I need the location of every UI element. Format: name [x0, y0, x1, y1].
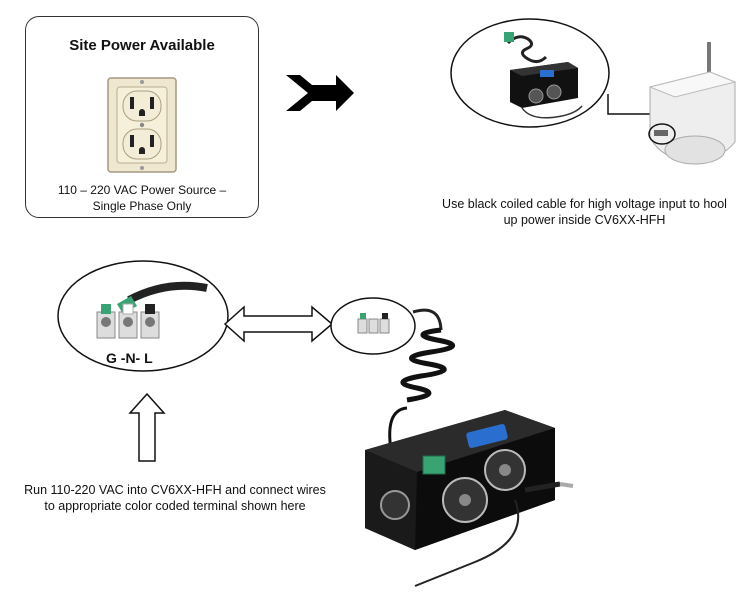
site-power-title: Site Power Available: [69, 37, 215, 54]
camera-housing-icon: [648, 42, 737, 165]
connector-line: [607, 94, 652, 115]
terminal-zoom-oval: [57, 260, 229, 372]
top-right-caption-line2: up power inside CV6XX-HFH: [503, 213, 666, 227]
bottom-left-caption: Run 110-220 VAC into CV6XX-HFH and conne…: [5, 482, 345, 514]
top-right-caption-line1: Use black coiled cable for high voltage …: [442, 197, 727, 211]
double-arrow-icon: [223, 305, 334, 343]
small-terminal-oval: [330, 297, 416, 355]
bottom-left-caption-line2: to appropriate color coded terminal show…: [44, 499, 306, 513]
device-zoom-oval: [450, 18, 610, 128]
site-power-caption-line2: Single Phase Only: [92, 199, 192, 213]
power-outlet-icon: [107, 77, 177, 173]
site-power-caption-line1: 110 – 220 VAC Power Source –: [57, 183, 227, 197]
arrow-right-icon: [286, 75, 354, 111]
site-power-box: Site Power Available 110 – 220 VAC Power…: [25, 16, 259, 218]
device-main-image: [365, 308, 574, 587]
bottom-left-caption-line1: Run 110-220 VAC into CV6XX-HFH and conne…: [24, 483, 326, 497]
top-right-caption: Use black coiled cable for high voltage …: [430, 196, 739, 228]
site-power-caption: 110 – 220 VAC Power Source – Single Phas…: [26, 182, 258, 214]
up-arrow-icon: [128, 392, 166, 462]
terminal-label: G -N- L: [106, 350, 153, 366]
